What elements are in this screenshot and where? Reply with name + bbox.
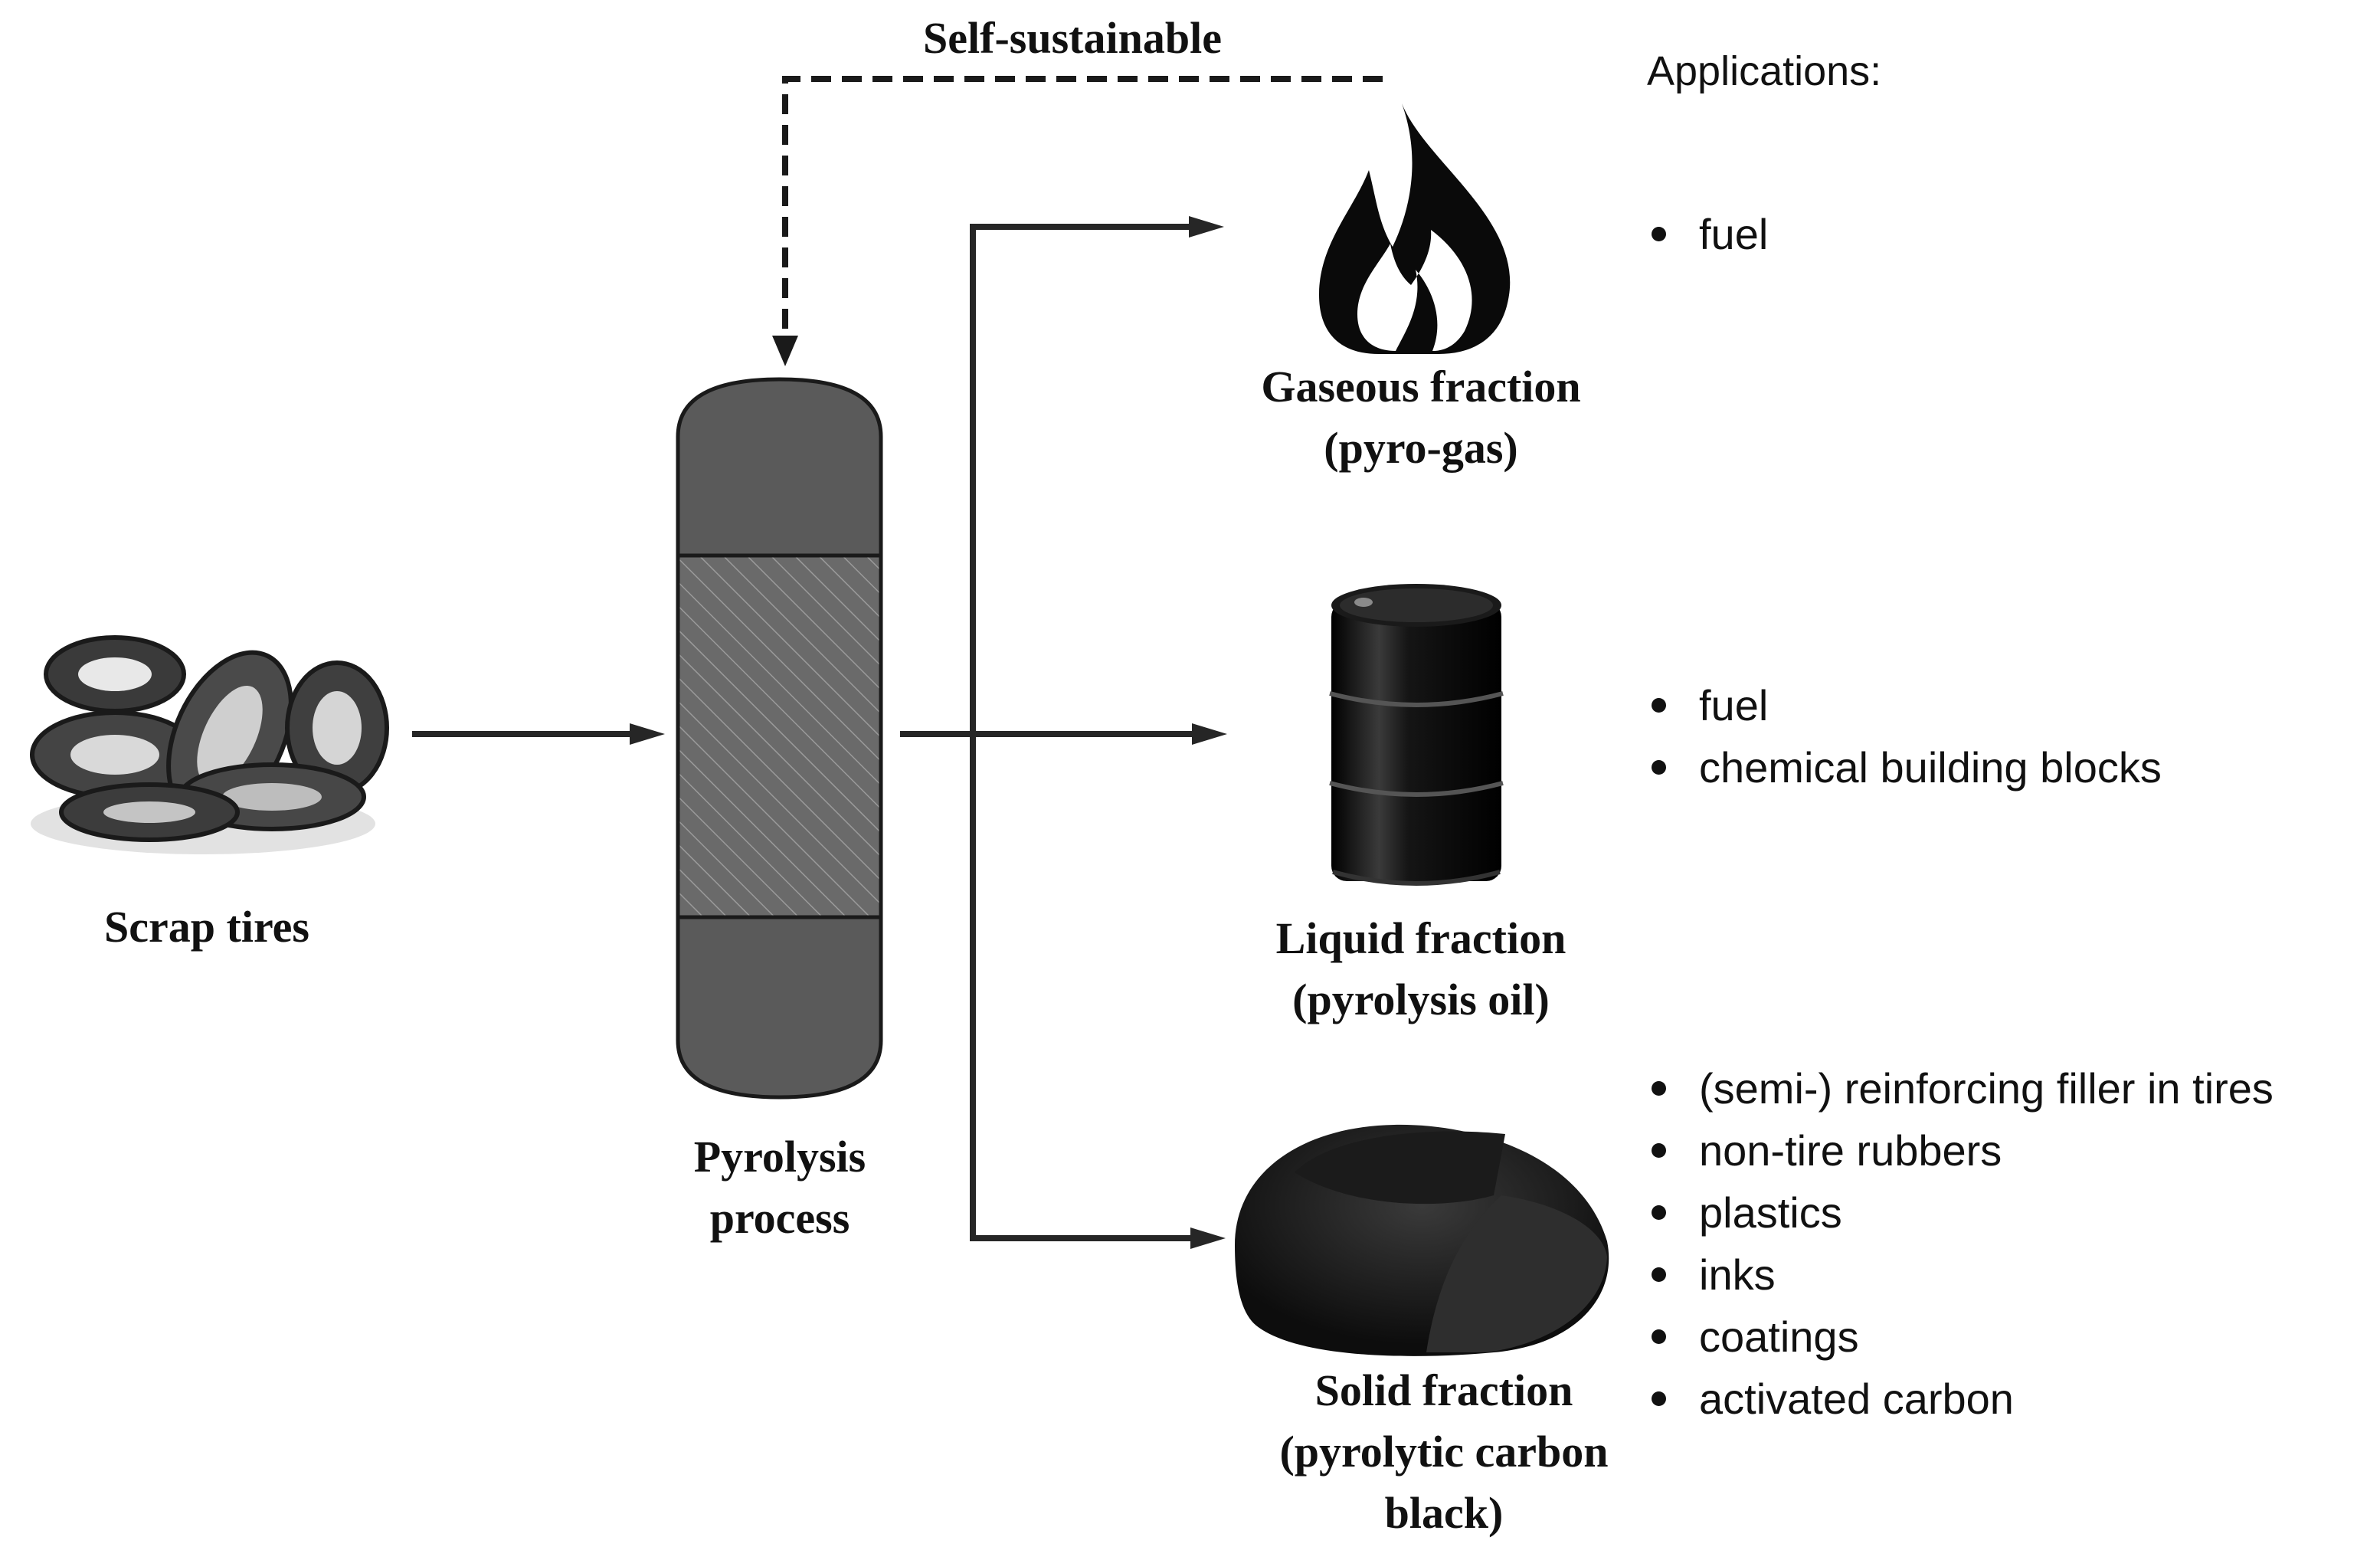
liquid-fraction-label: Liquid fraction (pyrolysis oil)	[1214, 908, 1628, 1031]
pyrolysis-process-label: Pyrolysis process	[627, 1126, 933, 1249]
process-label-line2: process	[709, 1193, 850, 1243]
gaseous-fraction-label: Gaseous fraction (pyro-gas)	[1214, 356, 1628, 479]
arrowhead-gas	[1189, 216, 1224, 238]
flame-icon	[1319, 103, 1511, 354]
solid-applications-list: (semi-) reinforcing filler in tires non-…	[1647, 1057, 2274, 1430]
feedback-arrowhead	[772, 336, 798, 366]
gas-label-line1: Gaseous fraction	[1261, 362, 1581, 411]
solid-label-line3: black)	[1384, 1488, 1504, 1538]
list-item: non-tire rubbers	[1647, 1119, 2274, 1182]
list-item: (semi-) reinforcing filler in tires	[1647, 1057, 2274, 1119]
pyrolysis-reactor	[676, 377, 883, 1100]
liquid-applications-list: fuel chemical building blocks	[1647, 674, 2162, 798]
input-arrow	[412, 723, 665, 745]
arrowhead-solid	[1190, 1227, 1226, 1249]
self-sustainable-label: Self-sustainable	[923, 13, 1222, 63]
applications-title: Applications:	[1647, 48, 1882, 94]
outlet-lines	[900, 224, 1203, 1241]
gas-label-line2: (pyro-gas)	[1324, 423, 1518, 473]
carbon-black-powder-image	[1235, 1124, 1609, 1356]
list-item: plastics	[1647, 1182, 2274, 1244]
solid-label-line2: (pyrolytic carbon	[1279, 1427, 1609, 1477]
scrap-tires-image	[30, 635, 389, 854]
list-item: fuel	[1647, 203, 1768, 265]
list-item: inks	[1647, 1244, 2274, 1306]
arrowhead-liquid	[1192, 723, 1227, 745]
scrap-tires-label: Scrap tires	[104, 902, 309, 952]
gas-applications-list: fuel	[1647, 203, 1768, 265]
liquid-label-line1: Liquid fraction	[1275, 913, 1566, 963]
list-item: coatings	[1647, 1306, 2274, 1368]
process-label-line1: Pyrolysis	[693, 1132, 866, 1182]
list-item: activated carbon	[1647, 1368, 2274, 1430]
self-sustainable-feedback-arrow	[782, 76, 1383, 337]
solid-label-line1: Solid fraction	[1314, 1365, 1573, 1415]
liquid-label-line2: (pyrolysis oil)	[1292, 975, 1550, 1024]
list-item: fuel	[1647, 674, 2162, 736]
solid-fraction-label: Solid fraction (pyrolytic carbon black)	[1237, 1360, 1651, 1544]
list-item: chemical building blocks	[1647, 736, 2162, 798]
oil-barrel-icon	[1329, 584, 1504, 886]
